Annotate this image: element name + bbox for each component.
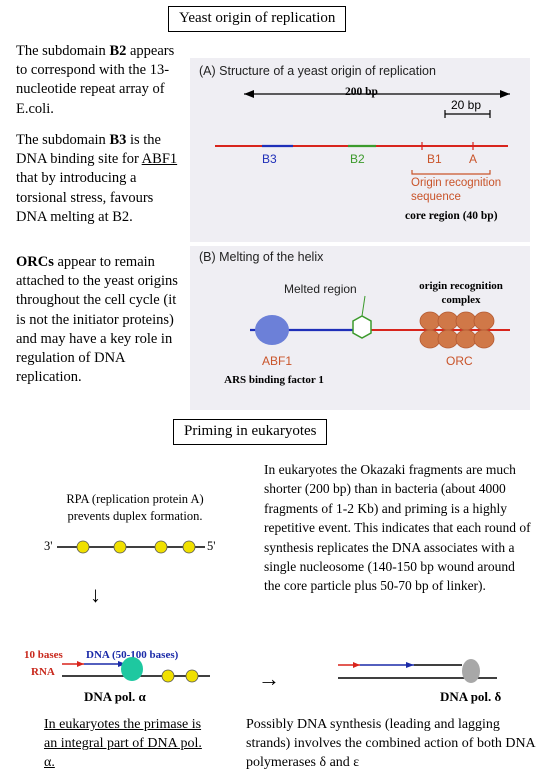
rpa-strand-diagram	[57, 540, 205, 554]
paragraph-okazaki: In eukaryotes the Okazaki fragments are …	[264, 462, 531, 594]
arrow-right-icon: →	[258, 666, 280, 691]
section-title-yeast-origin: Yeast origin of replication	[168, 6, 347, 32]
pol-alpha-diagram	[62, 657, 210, 683]
rpa-bead	[76, 540, 90, 554]
label-10-bases: 10 bases	[24, 649, 63, 661]
origin-recognition-bracket	[411, 170, 491, 175]
p2-bold: B3	[109, 132, 127, 148]
span-arrow-left	[244, 90, 254, 98]
label-dna-bases: DNA (50-100 bases)	[86, 649, 179, 661]
p2-mid: is the DNA binding site for	[16, 132, 161, 168]
label-rpa: RPA (replication protein A) prevents dup…	[66, 492, 204, 523]
orc-bead	[437, 329, 459, 349]
label-a: A	[469, 152, 478, 166]
p2-post: that by introducing a torsional stress, …	[16, 170, 154, 225]
paragraph-primase: In eukaryotes the primase is an integral…	[44, 717, 202, 770]
label-20bp: 20 bp	[451, 98, 482, 112]
orc-bead	[473, 329, 495, 349]
label-ars-binding-factor: ARS binding factor 1	[224, 374, 324, 386]
pol-alpha-blob	[121, 657, 143, 681]
melted-region-hexagon	[352, 315, 372, 339]
paragraph-b2: The subdomain B2 appears to correspond w…	[16, 42, 186, 119]
label-pol-alpha: DNA pol. α	[84, 689, 146, 704]
p3-bold: ORCs	[16, 254, 54, 270]
pol-delta-diagram	[338, 659, 497, 683]
figure-a-title: (A) Structure of a yeast origin of repli…	[199, 64, 436, 78]
section-title-text: Yeast origin of replication	[179, 10, 336, 26]
figure-b-title: (B) Melting of the helix	[199, 250, 324, 264]
paragraph-polymerases: Possibly DNA synthesis (leading and lagg…	[246, 717, 535, 770]
arrow-down-icon: ↓	[90, 582, 101, 607]
p3-post: appear to remain attached to the yeast o…	[16, 254, 178, 386]
label-b2: B2	[350, 152, 365, 166]
label-pol-delta: DNA pol. δ	[440, 689, 502, 704]
label-5-prime: 5'	[207, 539, 216, 553]
label-orc: ORC	[446, 354, 473, 368]
label-b1: B1	[427, 152, 442, 166]
p2-pre: The subdomain	[16, 132, 110, 148]
paragraph-b3: The subdomain B3 is the DNA binding site…	[16, 131, 181, 227]
rpa-bead	[185, 669, 199, 683]
figure-b-diagram	[250, 295, 510, 349]
dna-arrowhead	[406, 662, 414, 668]
orc-complex	[419, 311, 495, 349]
rpa-bead	[154, 540, 168, 554]
span-arrow-right	[500, 90, 510, 98]
rpa-bead	[113, 540, 127, 554]
rpa-bead	[182, 540, 196, 554]
label-abf1: ABF1	[262, 354, 293, 368]
label-200bp: 200 bp	[345, 86, 378, 98]
rna-arrowhead	[353, 662, 360, 668]
paragraph-orcs: ORCs appear to remain attached to the ye…	[16, 253, 186, 387]
figure-a-diagram	[215, 90, 510, 175]
orc-bead	[419, 311, 441, 331]
label-orc-complex: origin recognition complex	[419, 280, 503, 306]
label-3-prime: 3'	[44, 539, 53, 553]
rpa-bead	[161, 669, 175, 683]
rna-arrowhead	[77, 661, 84, 667]
label-core-region: core region (40 bp)	[405, 210, 498, 222]
abf1-blob	[255, 315, 289, 345]
dna-arrowhead	[118, 661, 126, 667]
orc-bead	[437, 311, 459, 331]
label-melted-region: Melted region	[284, 282, 357, 296]
melted-pointer	[361, 295, 366, 317]
label-rna: RNA	[31, 666, 55, 678]
orc-bead	[419, 329, 441, 349]
p1-bold: B2	[109, 43, 127, 59]
p1-pre: The subdomain	[16, 43, 110, 59]
section-title-priming: Priming in eukaryotes	[173, 419, 328, 445]
orc-bead	[455, 329, 477, 349]
label-origin-recognition: Origin recognition sequence	[411, 177, 502, 203]
label-b3: B3	[262, 152, 277, 166]
orc-bead	[473, 311, 495, 331]
p1-post: appears to correspond with the 13-nucleo…	[16, 43, 175, 117]
pol-delta-blob	[462, 659, 480, 683]
orc-bead	[455, 311, 477, 331]
p2-abf1: ABF1	[141, 151, 178, 168]
section-title-text: Priming in eukaryotes	[184, 423, 317, 439]
